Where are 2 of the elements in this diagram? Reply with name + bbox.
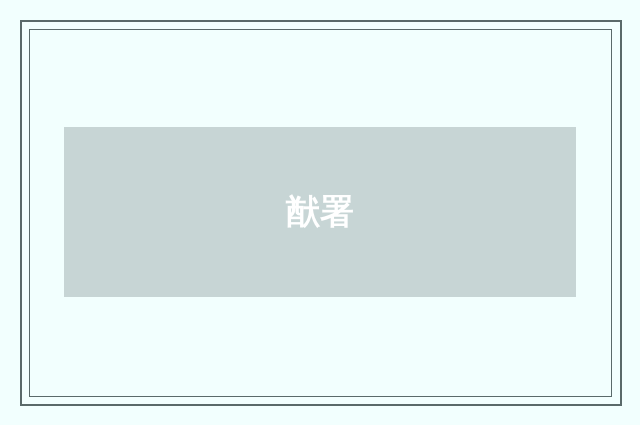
text-box <box>64 127 576 297</box>
box-label: 猷署 <box>286 191 354 234</box>
